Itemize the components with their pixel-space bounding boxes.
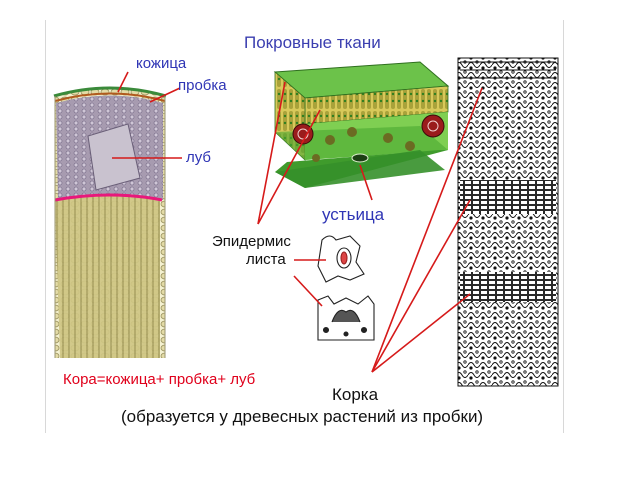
label-probka: пробка (178, 77, 227, 94)
page-title: Покровные ткани (244, 33, 381, 52)
label-bark-formula: Кора=кожица+ пробка+ луб (63, 371, 256, 388)
label-kozhitsa: кожица (136, 55, 187, 72)
label-korka-note: (образуется у древесных растений из проб… (121, 407, 484, 426)
label-ustitsa: устьица (322, 205, 385, 224)
label-korka: Корка (332, 385, 379, 404)
cork-drawing (457, 57, 559, 387)
leaf-section-3d (273, 61, 450, 188)
label-epidermis-line2: листа (246, 251, 286, 268)
label-epidermis-line1: Эпидермис (212, 233, 291, 250)
epidermis-drawings (317, 235, 375, 341)
label-lub: луб (186, 149, 212, 166)
stem-cross-section (53, 86, 167, 358)
pointer-lines (112, 71, 483, 373)
